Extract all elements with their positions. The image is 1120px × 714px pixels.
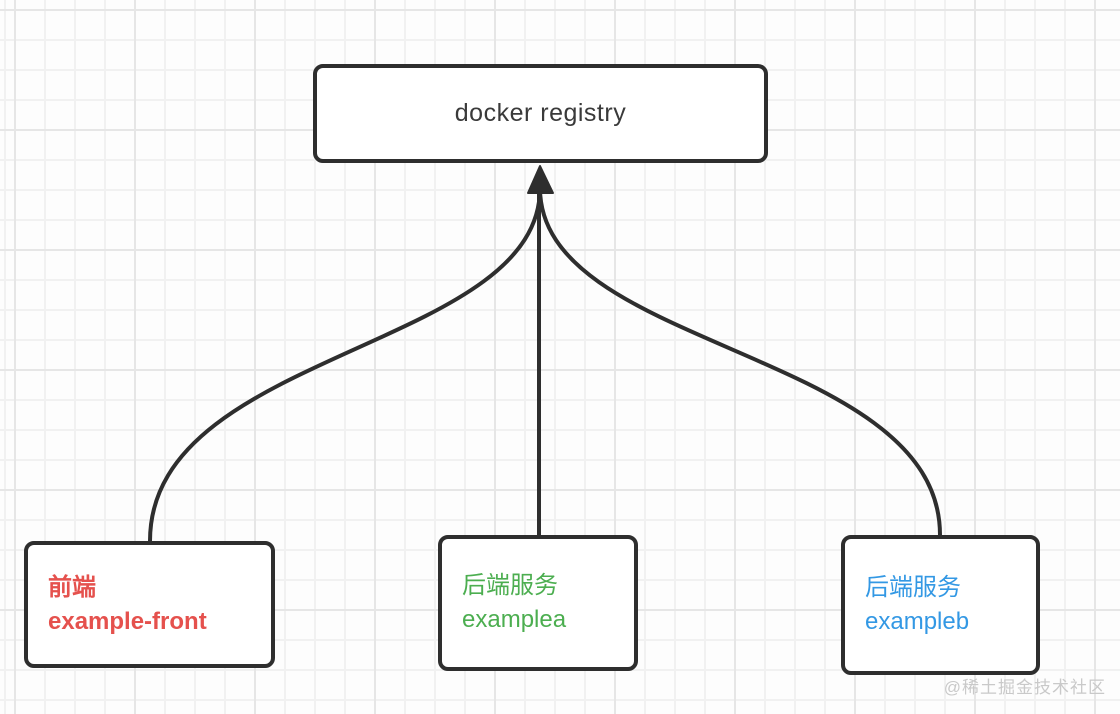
node-backend-a: 后端服务 examplea [438,535,638,671]
node-docker-registry: docker registry [313,64,768,163]
arrowhead-icon [527,165,554,194]
edge-front-to-registry [148,186,542,543]
node-front-name: example-front [48,607,207,635]
watermark: @稀土掘金技术社区 [943,678,1106,697]
node-front-title: 前端 [48,573,96,601]
edge-backend-b-to-registry [538,186,942,537]
node-docker-registry-label: docker registry [454,99,627,127]
node-backend-b: 后端服务 exampleb [841,535,1040,675]
node-backend-b-title: 后端服务 [865,574,961,601]
node-backend-b-name: exampleb [865,608,970,635]
node-front: 前端 example-front [24,541,275,668]
node-backend-a-title: 后端服务 [462,572,558,599]
node-backend-a-name: examplea [462,606,567,633]
